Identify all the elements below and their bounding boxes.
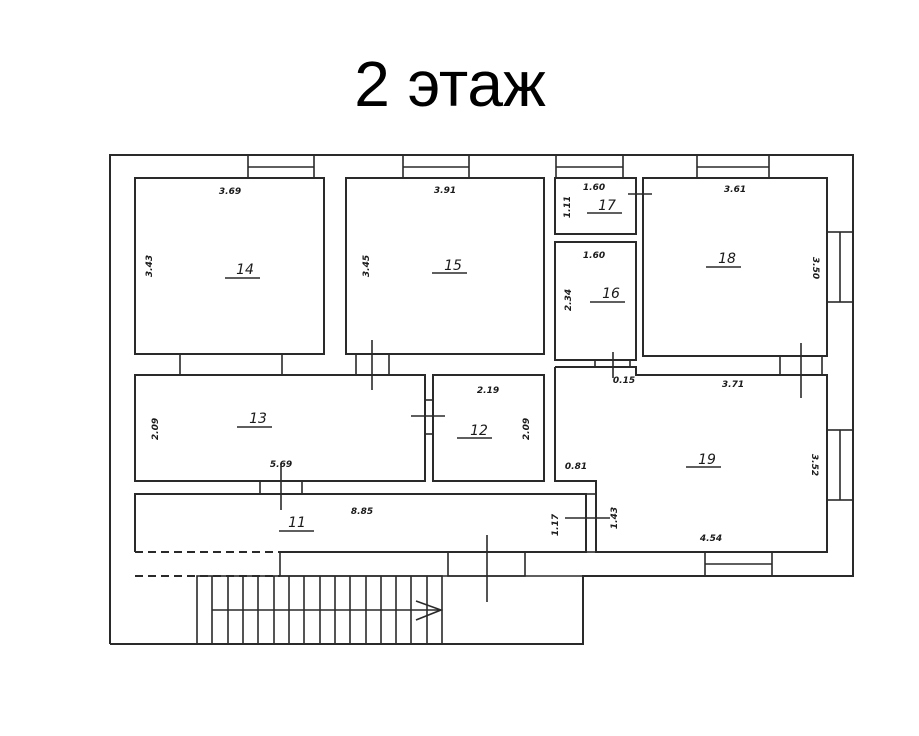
dim-12-width: 2.19 <box>477 386 499 396</box>
staircase <box>196 575 444 645</box>
dim-19-height: 3.52 <box>809 454 819 476</box>
dim-15-width: 3.91 <box>434 186 456 196</box>
room-19-label: 19 <box>698 452 716 468</box>
dim-19-bottom: 4.54 <box>699 534 722 544</box>
dim-17-height: 1.11 <box>563 196 573 218</box>
dim-12-height: 2.09 <box>522 418 532 440</box>
room-14 <box>134 177 325 355</box>
dim-13-width: 5.69 <box>270 460 292 470</box>
dim-gap: 0.15 <box>613 376 635 386</box>
room-labels: 14 15 17 16 18 13 12 11 19 <box>225 198 741 532</box>
room-15-label: 15 <box>444 258 462 274</box>
room-14-label: 14 <box>236 262 254 278</box>
windows-top <box>247 154 770 179</box>
dim-14-height: 3.43 <box>145 255 155 277</box>
stair-arrow-icon <box>415 600 444 621</box>
room-17-label: 17 <box>598 198 616 214</box>
room-15 <box>345 177 545 355</box>
dim-16-height: 2.34 <box>564 289 574 311</box>
doors <box>259 182 853 602</box>
dim-15-height: 3.45 <box>362 255 372 277</box>
room-19 <box>554 366 828 553</box>
room-11-label: 11 <box>288 515 306 531</box>
dim-11-width: 8.85 <box>351 507 373 517</box>
windows-right <box>826 231 854 501</box>
room-12-label: 12 <box>470 423 488 439</box>
dim-18-width: 3.61 <box>724 185 746 195</box>
dim-11-height: 1.17 <box>551 513 561 536</box>
dim-14-width: 3.69 <box>219 187 241 197</box>
openings <box>135 353 283 577</box>
dim-19-notch-width: 0.81 <box>565 462 587 472</box>
window-bottom <box>704 551 773 577</box>
dim-16-width: 1.60 <box>583 251 605 261</box>
dim-19-width: 3.71 <box>722 380 744 390</box>
room-13-label: 13 <box>249 411 267 427</box>
room-18-label: 18 <box>718 251 736 267</box>
outer-wall <box>109 154 854 645</box>
dim-18-height: 3.50 <box>810 257 820 279</box>
floor-title: 2 этаж <box>354 48 546 120</box>
room-18 <box>642 177 828 357</box>
dimensions: 3.69 3.43 3.91 3.45 1.60 1.11 1.60 2.34 … <box>145 183 820 544</box>
dim-17-width: 1.60 <box>583 183 605 193</box>
room-11 <box>134 493 587 553</box>
dim-19-notch-height: 1.43 <box>610 507 620 529</box>
room-16-label: 16 <box>602 286 620 302</box>
dim-13-height: 2.09 <box>151 418 161 440</box>
